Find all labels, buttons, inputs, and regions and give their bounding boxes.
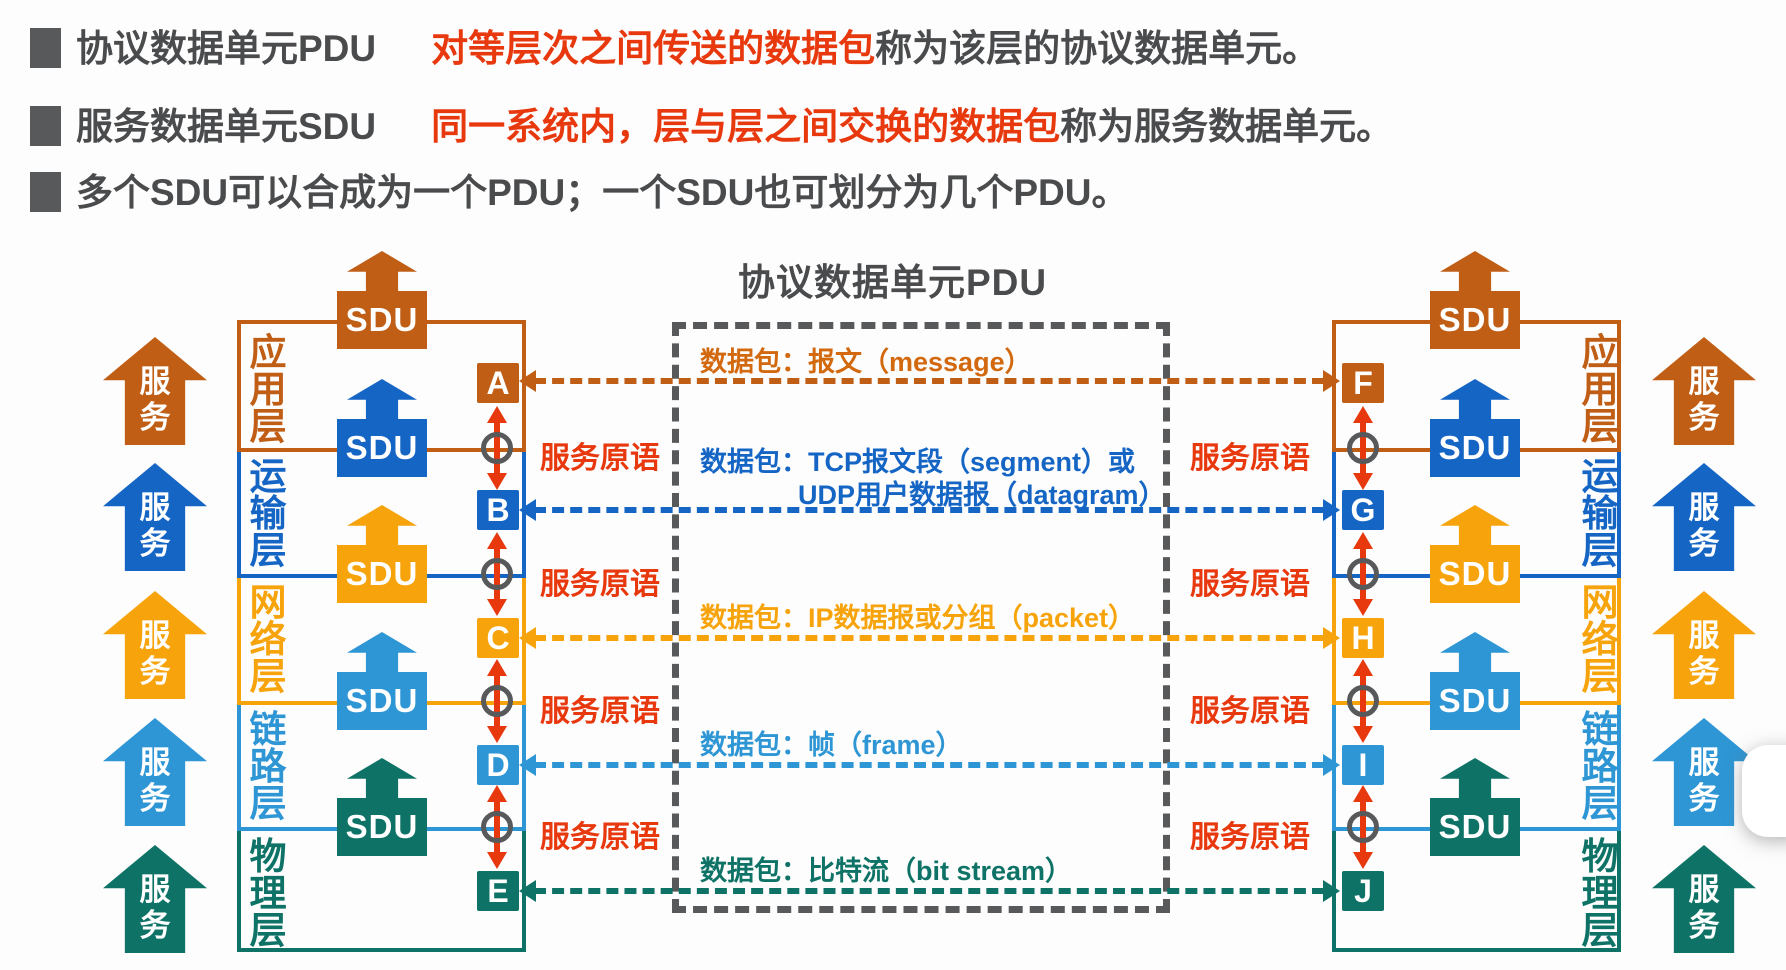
bullet-line-merge: 多个SDU可以合成为一个PDU；一个SDU也可划分为几个PDU。 <box>30 172 1128 214</box>
pdu-row-datagram: UDP用户数据报（datagram） <box>798 480 1166 510</box>
pdu-row-packet: 数据包：IP数据报或分组（packet） <box>700 603 1136 633</box>
service-arrow-label: 服务 <box>139 364 171 435</box>
sap-circle-icon <box>481 685 513 717</box>
layer-label-transport-right: 运输层 <box>1581 456 1619 571</box>
sdu-box: SDU <box>337 419 427 477</box>
sap-letter-D: D <box>477 745 519 785</box>
bullet-term: 多个SDU可以合成为一个PDU；一个SDU也可划分为几个PDU。 <box>76 172 1129 213</box>
service-primitive-label: 服务原语 <box>540 442 660 475</box>
pdu-frame-title: 协议数据单元PDU <box>738 262 1048 303</box>
sap-circle-icon <box>1347 558 1379 590</box>
sap-circle-icon <box>1347 811 1379 843</box>
sap-letter-F: F <box>1342 363 1384 403</box>
pdu-row-message: 数据包：报文（message） <box>700 347 1032 377</box>
pdu-dashed-line <box>534 378 1324 384</box>
pdu-dashed-line <box>534 635 1324 641</box>
service-arrow-label: 服务 <box>1688 618 1720 689</box>
service-up-arrow: 服务 <box>1652 591 1756 699</box>
bullet-highlight: 对等层次之间传送的数据包 <box>431 28 876 69</box>
sdu-up-arrow-icon <box>347 251 417 291</box>
service-up-arrow: 服务 <box>103 845 207 953</box>
service-up-arrow: 服务 <box>1652 463 1756 571</box>
bullet-square-icon <box>30 106 61 146</box>
sap-letter-C: C <box>477 618 519 658</box>
service-up-arrow: 服务 <box>1652 337 1756 445</box>
sap-letter-A: A <box>477 363 519 403</box>
sdu-box: SDU <box>337 545 427 603</box>
bullet-rest: 称为服务数据单元。 <box>1060 106 1394 147</box>
sap-letter-G: G <box>1342 490 1384 530</box>
layer-label-physical-right: 物理层 <box>1581 836 1619 951</box>
service-primitive-label: 服务原语 <box>1190 695 1310 728</box>
bullet-term: 协议数据单元PDU <box>76 28 377 69</box>
pdu-row-frame: 数据包：帧（frame） <box>700 730 963 760</box>
cursor-overlay <box>1742 745 1786 837</box>
sdu-up-arrow-icon <box>1440 251 1510 291</box>
pdu-row-bitstream: 数据包：比特流（bit stream） <box>700 856 1073 886</box>
service-up-arrow: 服务 <box>1652 718 1756 826</box>
service-arrow-label: 服务 <box>139 490 171 561</box>
sdu-box: SDU <box>1430 798 1520 856</box>
service-arrow-label: 服务 <box>139 745 171 816</box>
bullet-square-icon <box>30 28 61 68</box>
service-arrow-label: 服务 <box>139 618 171 689</box>
sdu-box: SDU <box>1430 672 1520 730</box>
pdu-dashed-line <box>534 507 1324 513</box>
sap-letter-H: H <box>1342 618 1384 658</box>
layer-label-application-right: 应用层 <box>1581 332 1619 447</box>
layer-label-physical-left: 物理层 <box>249 836 287 951</box>
sdu-box: SDU <box>1430 291 1520 349</box>
pdu-dashed-line <box>534 762 1324 768</box>
bullet-term: 服务数据单元SDU <box>76 106 377 147</box>
layer-label-link-right: 链路层 <box>1581 709 1619 824</box>
sdu-box: SDU <box>1430 419 1520 477</box>
service-primitive-label: 服务原语 <box>1190 821 1310 854</box>
service-arrow-label: 服务 <box>1688 872 1720 943</box>
layer-label-network-left: 网络层 <box>249 582 287 697</box>
bullet-highlight: 同一系统内，层与层之间交换的数据包 <box>431 106 1061 147</box>
pdu-row-segment: 数据包：TCP报文段（segment）或 <box>700 447 1136 477</box>
bullet-line-sdu: 服务数据单元SDU 同一系统内，层与层之间交换的数据包 称为服务数据单元。 <box>30 106 1393 148</box>
service-up-arrow: 服务 <box>103 337 207 445</box>
sap-circle-icon <box>1347 432 1379 464</box>
layer-label-link-left: 链路层 <box>249 709 287 824</box>
service-primitive-label: 服务原语 <box>540 695 660 728</box>
service-arrow-label: 服务 <box>139 872 171 943</box>
sdu-box: SDU <box>337 291 427 349</box>
bullet-line-pdu: 协议数据单元PDU 对等层次之间传送的数据包 称为该层的协议数据单元。 <box>30 28 1319 70</box>
sdu-box: SDU <box>337 672 427 730</box>
service-primitive-label: 服务原语 <box>540 821 660 854</box>
pdu-dashed-frame <box>672 322 1170 913</box>
sap-letter-E: E <box>477 871 519 911</box>
service-primitive-label: 服务原语 <box>1190 442 1310 475</box>
layer-label-transport-left: 运输层 <box>249 456 287 571</box>
sap-circle-icon <box>481 432 513 464</box>
layer-label-application-left: 应用层 <box>249 332 287 447</box>
sap-circle-icon <box>1347 685 1379 717</box>
sdu-box: SDU <box>1430 545 1520 603</box>
service-arrow-label: 服务 <box>1688 745 1720 816</box>
service-up-arrow: 服务 <box>103 718 207 826</box>
service-primitive-label: 服务原语 <box>540 568 660 601</box>
bullet-square-icon <box>30 172 61 212</box>
sap-circle-icon <box>481 558 513 590</box>
service-up-arrow: 服务 <box>1652 845 1756 953</box>
service-arrow-label: 服务 <box>1688 364 1720 435</box>
service-up-arrow: 服务 <box>103 591 207 699</box>
sdu-box: SDU <box>337 798 427 856</box>
service-arrow-label: 服务 <box>1688 490 1720 561</box>
bullet-rest: 称为该层的协议数据单元。 <box>875 28 1320 69</box>
sap-letter-B: B <box>477 490 519 530</box>
service-up-arrow: 服务 <box>103 463 207 571</box>
pdu-dashed-line <box>534 888 1324 894</box>
sap-circle-icon <box>481 811 513 843</box>
sap-letter-J: J <box>1342 871 1384 911</box>
layer-label-network-right: 网络层 <box>1581 582 1619 697</box>
service-primitive-label: 服务原语 <box>1190 568 1310 601</box>
sap-letter-I: I <box>1342 745 1384 785</box>
